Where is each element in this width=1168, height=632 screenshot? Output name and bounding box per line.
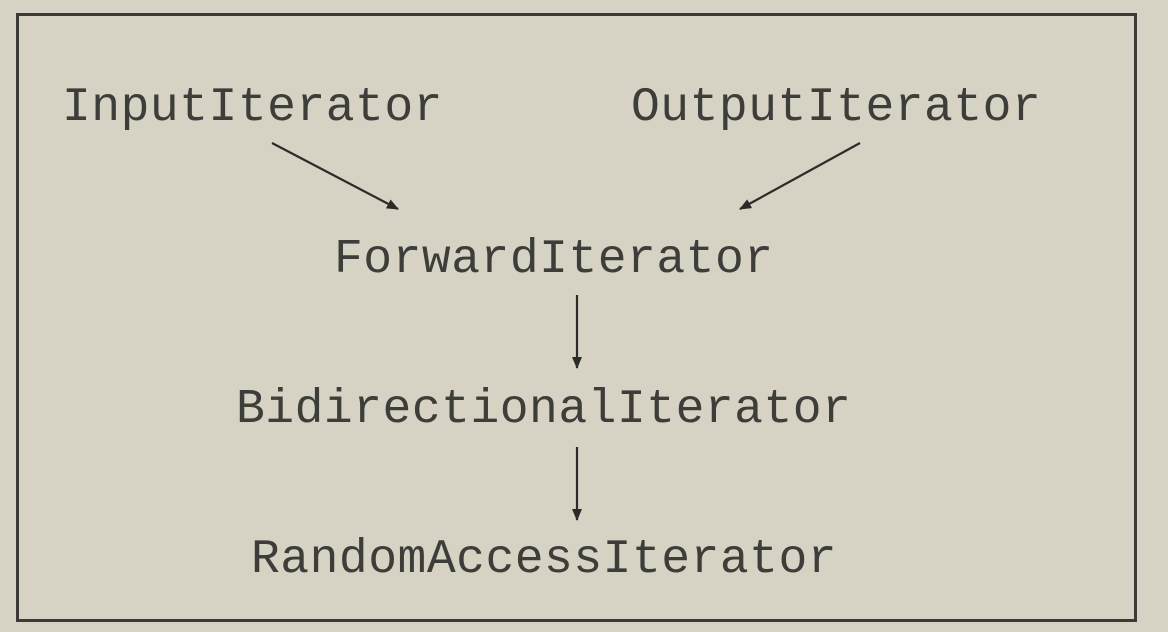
node-output-iterator: OutputIterator xyxy=(631,81,1042,135)
node-input-iterator: InputIterator xyxy=(62,81,443,135)
node-bidirectional-iterator: BidirectionalIterator xyxy=(236,383,852,437)
node-forward-iterator: ForwardIterator xyxy=(334,233,774,287)
diagram-frame xyxy=(16,13,1137,622)
node-random-access-iterator: RandomAccessIterator xyxy=(251,533,838,587)
